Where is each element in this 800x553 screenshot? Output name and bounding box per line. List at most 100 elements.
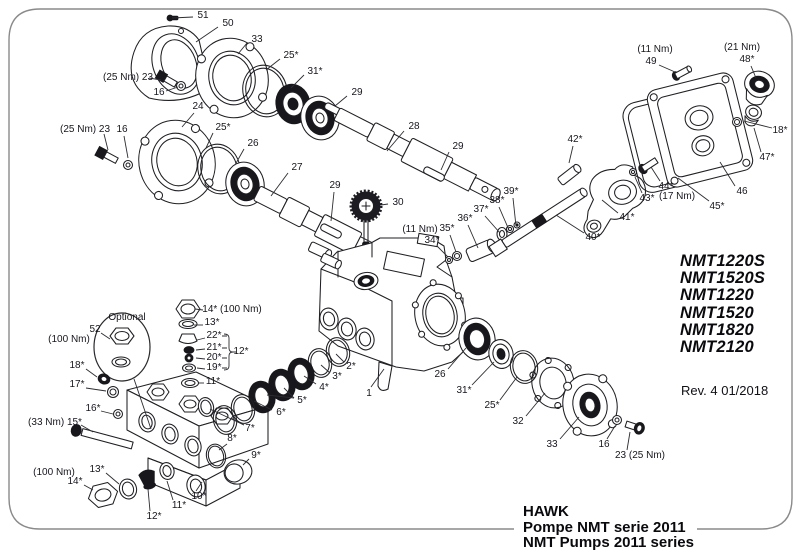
part-label-32: 32 <box>512 416 524 427</box>
leader-23-bottom <box>626 431 631 451</box>
part-label-23-row1: (25 Nm) 23 <box>102 72 154 83</box>
part-label-25-row2: 25* <box>215 122 231 133</box>
part-label-16-row2: 16 <box>116 124 128 135</box>
leader-42 <box>568 145 574 164</box>
drawing-key-29-right <box>423 166 445 182</box>
part-label-12-bottom: 12* <box>146 511 162 522</box>
drawing-valve-12-bottom <box>138 469 156 490</box>
leader-29-right <box>440 151 450 171</box>
leader-25-row2 <box>205 132 214 149</box>
drawing-bearing-26-bottom <box>458 317 496 361</box>
part-label-14-top: 14* (100 Nm) <box>202 304 262 315</box>
leader-37 <box>484 215 501 234</box>
drawing-bolt-15 <box>70 424 134 450</box>
part-label-31-top: 31* <box>307 66 323 77</box>
model-name: NMT1220S <box>680 252 766 270</box>
leader-25-bottom <box>499 376 518 401</box>
part-label-14-bottom: 14* <box>67 476 83 487</box>
drawing-shaft-40 <box>488 187 588 258</box>
drawing-washer-16-bottom <box>611 414 623 426</box>
leader-18-right <box>743 120 773 129</box>
revision-text: Rev. 4 01/2018 <box>681 383 769 398</box>
footer-line-en: NMT Pumps 2011 series <box>523 534 694 552</box>
part-label-21: 21* <box>206 342 222 353</box>
leader-19 <box>196 367 206 370</box>
leader-5 <box>283 387 295 399</box>
leader-51 <box>171 16 194 19</box>
leader-24 <box>181 112 195 128</box>
drawing-oring-25-bottom <box>509 350 539 384</box>
part-label-52: 52 <box>89 324 101 335</box>
part-label-39: 39* <box>503 186 519 197</box>
part-label-15: (33 Nm) 15* <box>28 417 82 428</box>
part-label-27: 27 <box>291 162 303 173</box>
part-label-37: 37* <box>473 204 489 215</box>
drawing-conrod-41 <box>583 164 647 239</box>
leader-39 <box>512 197 517 227</box>
part-label-18-left: 18* <box>69 360 85 371</box>
model-name: NMT2120 <box>680 338 754 357</box>
drawing-knob-30 <box>349 189 383 249</box>
leader-16-bottom <box>606 425 616 440</box>
part-label-21nm-48: (21 Nm) <box>723 42 761 53</box>
leader-2 <box>335 353 345 363</box>
part-label-35: 35* <box>439 223 455 234</box>
leader-4 <box>303 375 317 385</box>
drawing-ring-11-top <box>180 377 200 389</box>
drawing-key-29-mid <box>320 223 342 239</box>
part-label-2: 2* <box>346 361 356 372</box>
drawing-valve-parts-22-19 <box>178 333 198 373</box>
leader-33-bottom <box>559 416 580 440</box>
part-label-33-bottom: 33 <box>546 439 558 450</box>
leader-26-row2 <box>234 148 245 166</box>
leader-21 <box>195 348 206 351</box>
drawing-crankcase-1 <box>308 232 469 391</box>
drawing-bearing-cover-24 <box>138 119 216 205</box>
part-label-18-right: 18* <box>772 125 788 136</box>
drawing-port-fitting-48 <box>744 70 775 106</box>
part-label-36: 36* <box>457 213 473 224</box>
leader-lines <box>80 16 773 512</box>
part-label-10: 10* <box>191 491 207 502</box>
part-label-41: 41* <box>619 212 635 223</box>
part-label-26-bottom: 26 <box>434 369 446 380</box>
part-label-16-left: 16* <box>85 403 101 414</box>
leader-50 <box>195 26 219 43</box>
drawing-flange-33-bottom <box>562 373 618 437</box>
drawing-screw-49 <box>671 65 693 81</box>
part-label-29-top: 29 <box>351 87 363 98</box>
drawing-plug-14-bottom <box>87 481 119 509</box>
leader-48 <box>750 65 757 79</box>
part-label-33-top: 33 <box>251 34 263 45</box>
leader-45 <box>677 177 710 202</box>
part-label-51: 51 <box>197 10 209 21</box>
part-label-3: 3* <box>332 371 342 382</box>
part-label-43: 43* <box>639 193 655 204</box>
leader-30 <box>380 203 389 206</box>
part-label-50: 50 <box>222 18 234 29</box>
leader-8 <box>218 443 228 451</box>
footer-line-fr: Pompe NMT serie 2011 <box>523 518 686 536</box>
model-name: NMT1520S <box>680 269 766 288</box>
drawing-optional-group-52 <box>93 312 152 430</box>
leader-29-mid <box>330 191 335 222</box>
drawing-seal-row <box>197 337 351 485</box>
model-name: NMT1820 <box>680 320 754 339</box>
part-label-16-bottom: 16 <box>598 439 610 450</box>
leader-27 <box>270 172 289 197</box>
part-label-7: 7* <box>245 423 255 434</box>
part-label-9: 9* <box>251 450 261 461</box>
leader-17 <box>85 387 107 392</box>
part-label-49: 49 <box>645 56 657 67</box>
part-label-16-row1: 16 <box>153 87 165 98</box>
drawing-rings-37-38-39 <box>496 221 521 242</box>
part-label-100nm-14b: (100 Nm) <box>33 467 75 478</box>
part-label-6: 6* <box>276 407 286 418</box>
leader-46 <box>719 161 736 187</box>
part-label-5: 5* <box>297 395 307 406</box>
leader-18-left <box>85 368 98 378</box>
part-label-20: 20* <box>206 352 222 363</box>
part-label-8: 8* <box>227 433 237 444</box>
